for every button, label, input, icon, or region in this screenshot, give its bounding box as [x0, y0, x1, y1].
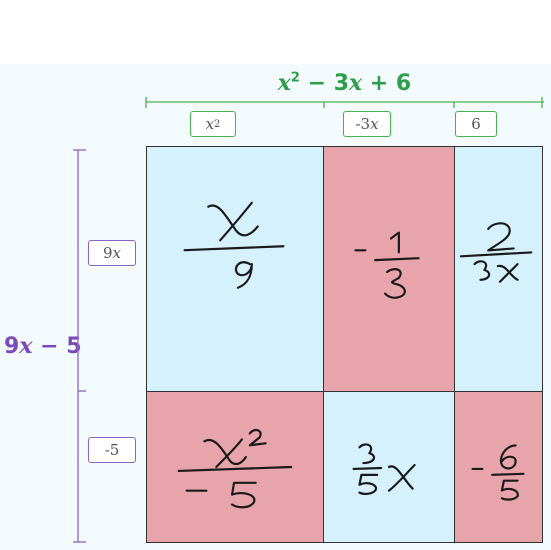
handwritten-2-over-3x — [459, 222, 533, 283]
cell-r1-c2[interactable] — [323, 146, 456, 393]
cell-r1-c3[interactable] — [454, 146, 543, 393]
cell-r2-c3[interactable] — [454, 391, 543, 543]
column-term-6[interactable]: 6 — [455, 111, 497, 137]
handwritten-3-fifths-x — [352, 443, 416, 495]
row-bracket — [73, 149, 86, 543]
column-expression: x2 − 3x + 6 — [277, 70, 412, 96]
cell-r2-c2[interactable] — [323, 391, 456, 543]
handwritten-neg-6-over-5 — [471, 444, 525, 501]
handwritten-neg-1-over-3 — [354, 231, 420, 299]
handwritten-x-over-9 — [183, 201, 285, 289]
cell-r2-c1[interactable] — [146, 391, 325, 543]
row-term-neg-5[interactable]: -5 — [88, 437, 136, 463]
handwritten-x-squared-over-neg-5 — [177, 428, 293, 509]
column-bracket — [145, 97, 544, 108]
row-expression: 9x − 5 — [4, 333, 82, 359]
cell-r1-c1[interactable] — [146, 146, 325, 393]
